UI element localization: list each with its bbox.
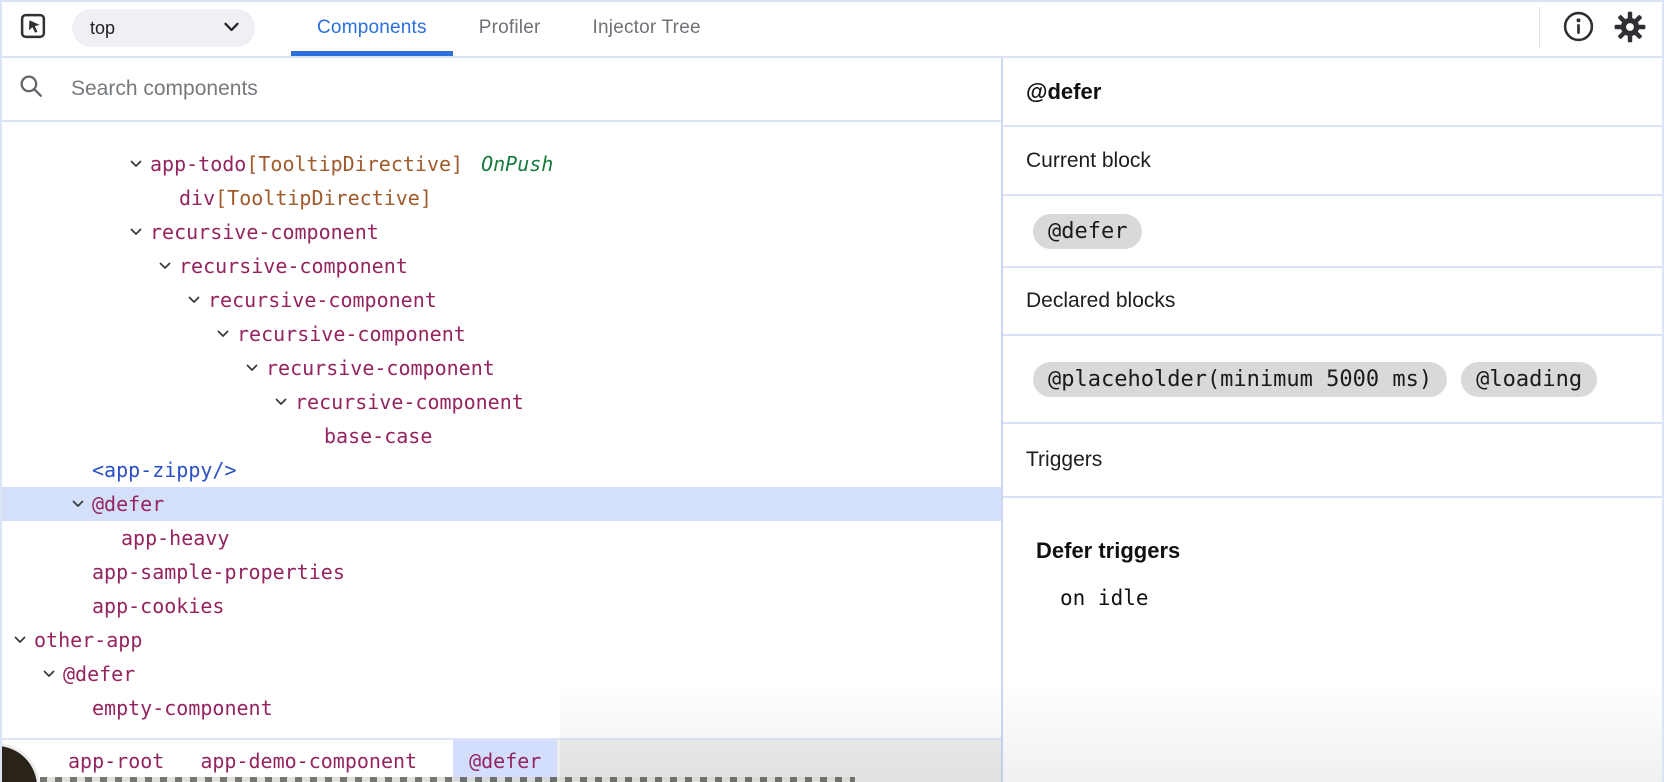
chevron-expand-icon[interactable]: [43, 670, 63, 678]
chevron-expand-icon[interactable]: [275, 398, 295, 406]
tree-node[interactable]: app-todo[TooltipDirective] OnPush: [0, 147, 1001, 181]
triggers-heading: Triggers: [1003, 424, 1664, 498]
chevron-expand-icon[interactable]: [130, 228, 150, 236]
tree-node[interactable]: div[TooltipDirective]: [0, 181, 1001, 215]
tree-node-label: @defer: [92, 492, 165, 516]
tree-node[interactable]: @defer: [0, 657, 1001, 691]
chevron-expand-icon[interactable]: [159, 262, 179, 270]
breadcrumb: app-root app-demo-component @defer: [0, 740, 558, 782]
screen-artifact-dashes: [40, 777, 855, 782]
tab-profiler[interactable]: Profiler: [453, 0, 567, 56]
current-block-chips: @defer: [1003, 196, 1664, 268]
search-icon: [18, 73, 45, 105]
tree-node[interactable]: @defer: [0, 487, 1001, 521]
tree-node-label: empty-component: [92, 696, 273, 720]
tree-node-label: recursive-component: [179, 254, 408, 278]
chevron-expand-icon[interactable]: [246, 364, 266, 372]
tree-node-label: recursive-component: [208, 288, 437, 312]
tree-node-label: div: [179, 186, 216, 210]
tree-node-label: @defer: [63, 662, 136, 686]
tab-components-label: Components: [317, 17, 427, 38]
block-chip: @defer: [1033, 213, 1143, 249]
tree-node[interactable]: recursive-component: [0, 283, 1001, 317]
tab-profiler-label: Profiler: [478, 17, 541, 38]
chevron-expand-icon[interactable]: [217, 330, 237, 338]
tree-node-label: <app-zippy/>: [92, 458, 237, 482]
tree-node[interactable]: empty-component: [0, 691, 1001, 725]
devtools-toolbar: top Components Profiler Injector Tree: [0, 0, 1664, 58]
inspect-element-button[interactable]: [18, 13, 48, 43]
tree-node-label: app-sample-properties: [92, 560, 345, 584]
change-detection-badge: OnPush: [481, 152, 554, 176]
chevron-expand-icon[interactable]: [188, 296, 208, 304]
tree-node[interactable]: recursive-component: [0, 385, 1001, 419]
tree-node-directives: [TooltipDirective]: [215, 186, 432, 210]
component-tree-panel: app-todo[TooltipDirective]OnPushdiv[Tool…: [0, 58, 1001, 782]
tree-node-directives: [TooltipDirective]: [246, 152, 464, 176]
tree-node[interactable]: recursive-component: [0, 317, 1001, 351]
chevron-down-icon: [224, 19, 239, 37]
breadcrumb-item[interactable]: @defer: [453, 740, 558, 782]
declared-blocks-chips: @placeholder(minimum 5000 ms) @loading: [1003, 336, 1664, 424]
chevron-expand-icon[interactable]: [14, 636, 34, 644]
tree-node-label: app-todo: [150, 152, 247, 176]
frame-selector-value: top: [90, 17, 116, 38]
component-search-bar: [0, 58, 1001, 122]
tree-node-label: base-case: [324, 424, 433, 448]
tree-node[interactable]: other-app: [0, 623, 1001, 657]
breadcrumb-item[interactable]: app-demo-component: [200, 749, 418, 773]
tree-node[interactable]: app-heavy: [0, 521, 1001, 555]
tree-node-label: app-cookies: [92, 594, 225, 618]
toolbar-divider: [1539, 7, 1540, 49]
tab-injector-tree[interactable]: Injector Tree: [567, 0, 727, 56]
selected-block-title: @defer: [1003, 58, 1664, 127]
chevron-expand-icon[interactable]: [130, 160, 150, 168]
inspect-element-icon: [19, 12, 48, 44]
chevron-expand-icon[interactable]: [72, 500, 92, 508]
block-chip: @loading: [1461, 361, 1598, 397]
settings-button[interactable]: [1608, 6, 1652, 50]
defer-triggers-heading: Defer triggers: [1036, 538, 1181, 563]
tree-node-label: recursive-component: [295, 390, 524, 414]
tree-node[interactable]: recursive-component: [0, 215, 1001, 249]
tab-injector-tree-label: Injector Tree: [592, 17, 701, 38]
breadcrumb-bar: app-root app-demo-component @defer: [0, 738, 1001, 782]
current-block-heading: Current block: [1003, 127, 1664, 196]
tree-node-label: recursive-component: [150, 220, 379, 244]
devtools-tabs: Components Profiler Injector Tree: [291, 0, 727, 56]
tree-node[interactable]: recursive-component: [0, 249, 1001, 283]
tree-node-label: recursive-component: [237, 322, 466, 346]
tree-node[interactable]: <app-zippy/>: [0, 453, 1001, 487]
info-icon: [1562, 10, 1595, 46]
tree-node[interactable]: base-case: [0, 419, 1001, 453]
properties-panel: @defer Current block @defer Declared blo…: [1003, 58, 1664, 782]
tree-node-label: other-app: [34, 628, 143, 652]
tree-node-label: app-heavy: [121, 526, 230, 550]
active-tab-indicator: [291, 51, 453, 56]
gear-icon: [1613, 10, 1647, 47]
defer-trigger-value: on idle: [1060, 586, 1149, 610]
declared-blocks-heading: Declared blocks: [1003, 268, 1664, 336]
tree-node-label: recursive-component: [266, 356, 495, 380]
tree-node[interactable]: recursive-component: [0, 351, 1001, 385]
search-input[interactable]: [71, 77, 771, 101]
tree-node[interactable]: app-sample-properties: [0, 555, 1001, 589]
panel-splitter[interactable]: [1001, 58, 1003, 782]
tab-components[interactable]: Components: [291, 0, 453, 56]
tree-node[interactable]: app-cookies: [0, 589, 1001, 623]
breadcrumb-item[interactable]: app-root: [68, 749, 165, 773]
defer-triggers-section: Defer triggers on idle: [1003, 498, 1664, 782]
block-chip: @placeholder(minimum 5000 ms): [1033, 361, 1448, 397]
frame-selector-dropdown[interactable]: top: [72, 9, 255, 47]
info-button[interactable]: [1556, 6, 1600, 50]
